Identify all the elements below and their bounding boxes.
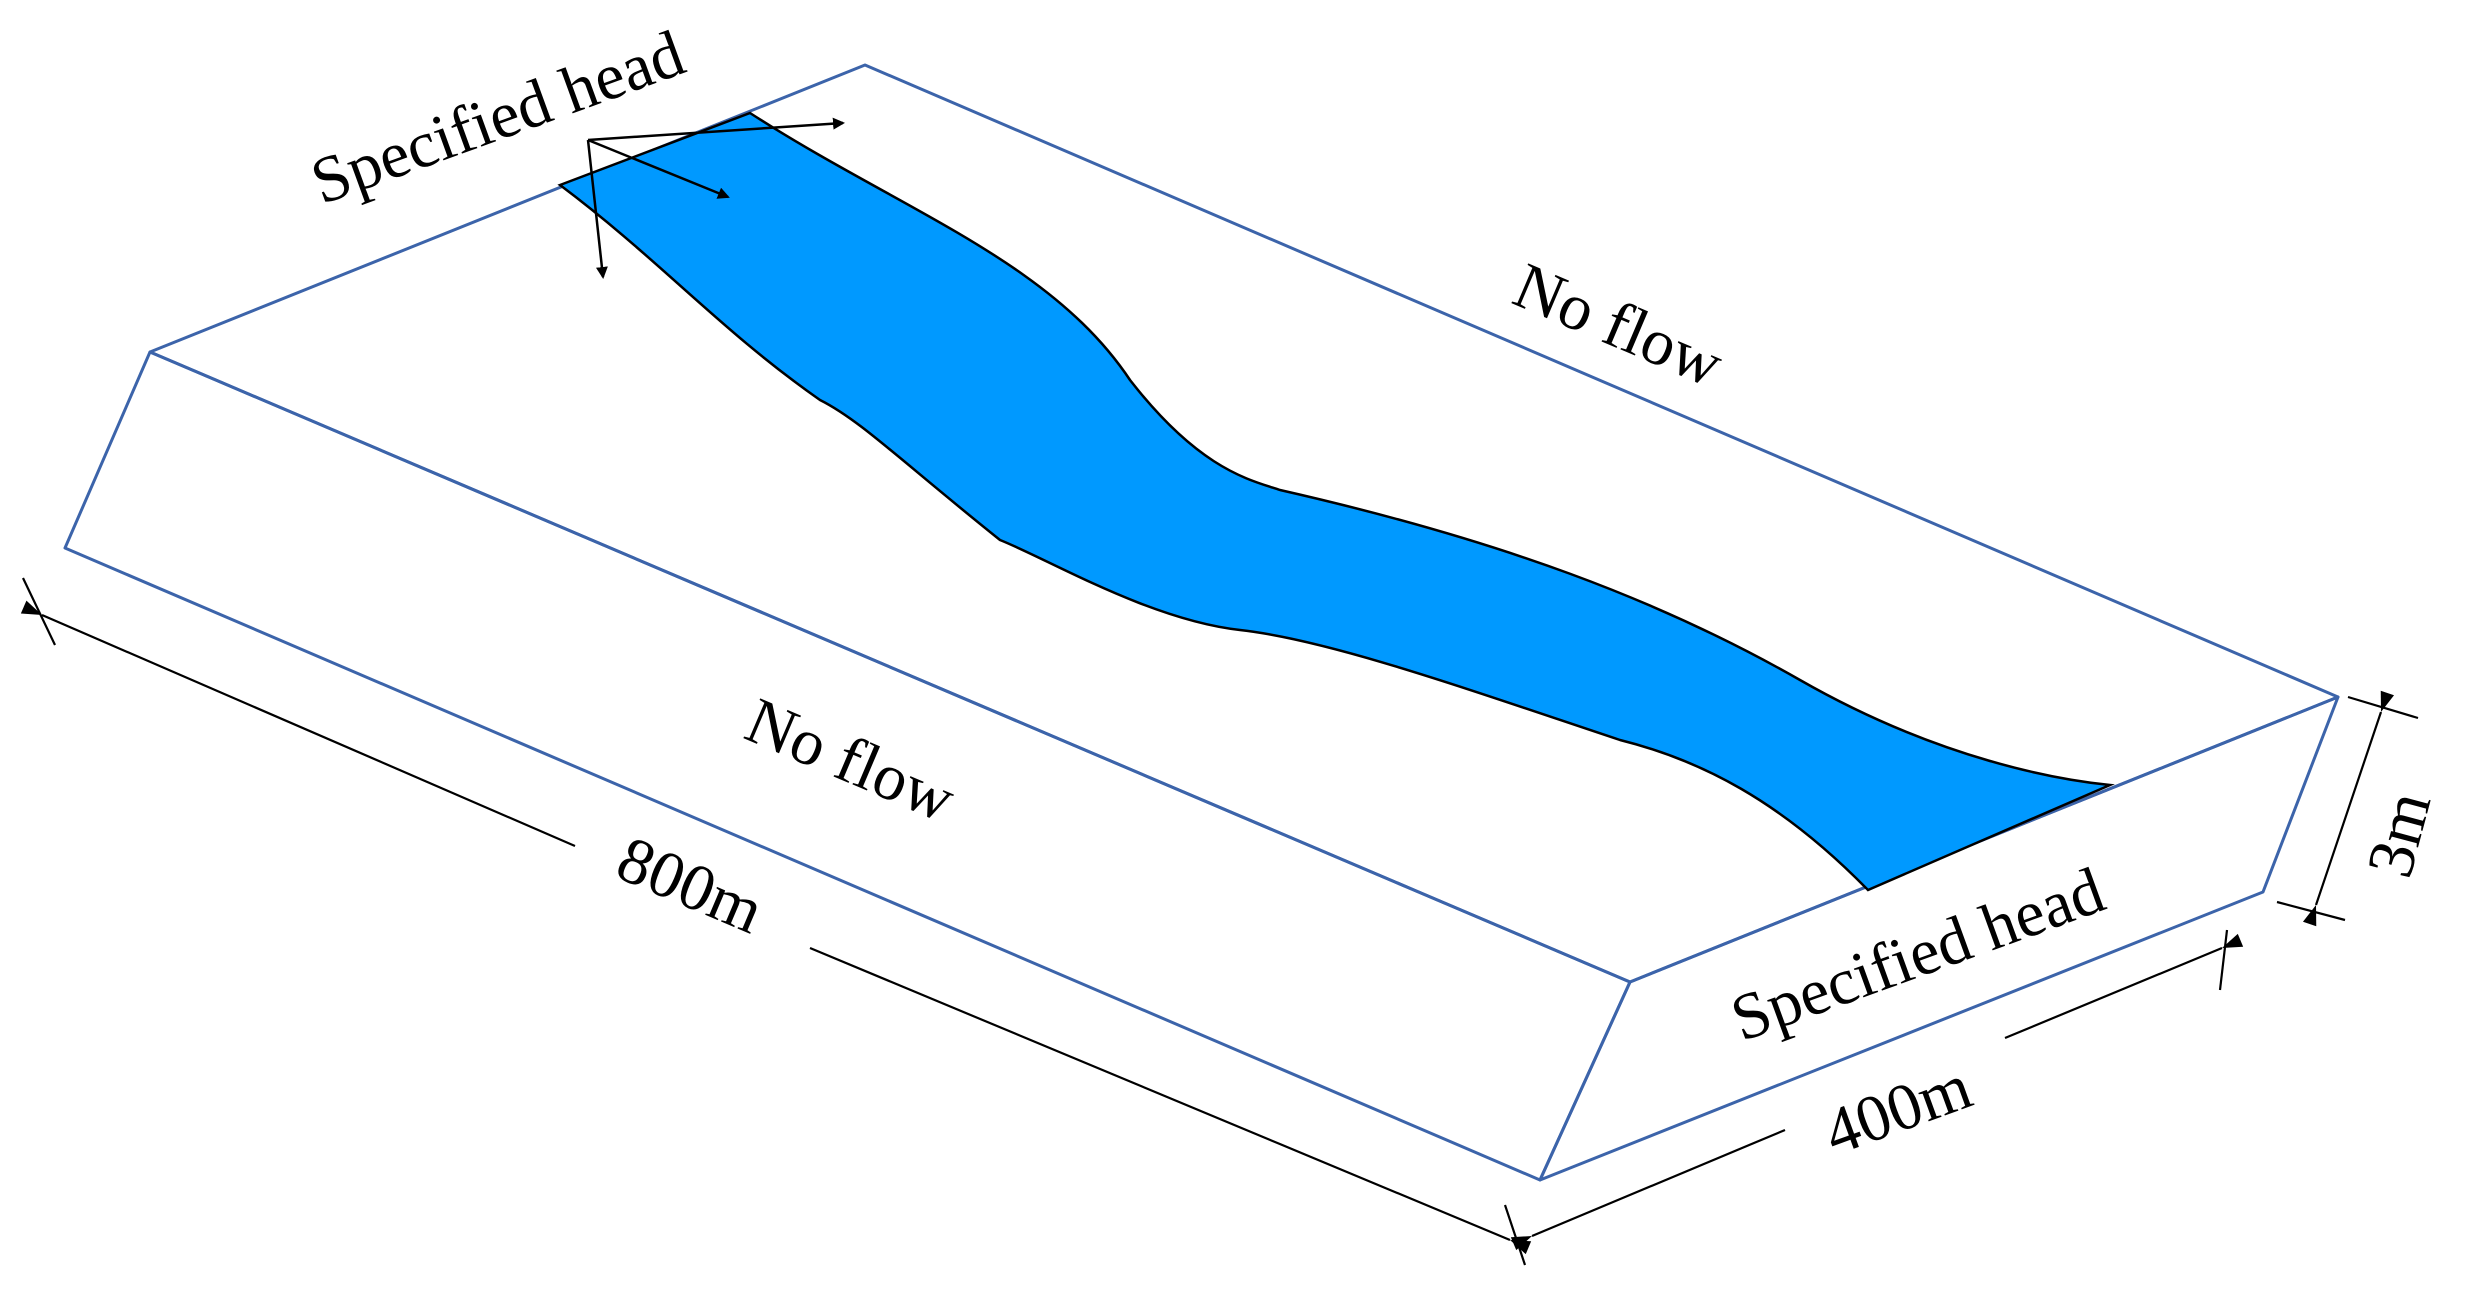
depth-label: 3m bbox=[2353, 784, 2445, 884]
river-channel bbox=[557, 111, 2115, 892]
width-label: 400m bbox=[1815, 1050, 1981, 1170]
outlet-boundary-label: Specified head bbox=[1722, 854, 2114, 1056]
depth-dimension bbox=[2276, 690, 2419, 927]
inlet-arrows bbox=[586, 117, 845, 279]
south-boundary-label: No flow bbox=[736, 684, 966, 837]
north-boundary-label: No flow bbox=[1504, 249, 1734, 402]
width-dimension bbox=[1510, 929, 2244, 1251]
length-dimension bbox=[20, 577, 1532, 1266]
